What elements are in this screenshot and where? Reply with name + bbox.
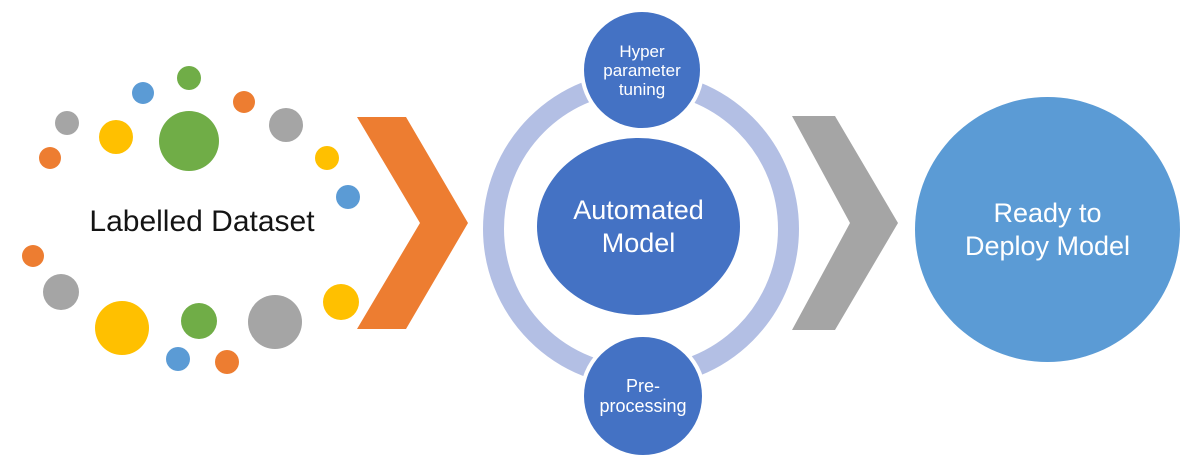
dataset-dot-yellow (95, 301, 149, 355)
automated-model-label: Automated Model (573, 194, 704, 258)
dataset-dot-light_blue (166, 347, 190, 371)
ready-to-deploy-node: Ready to Deploy Model (915, 97, 1180, 362)
dataset-dot-gray (248, 295, 302, 349)
ready-to-deploy-label: Ready to Deploy Model (964, 197, 1131, 261)
automated-model-node: Automated Model (537, 138, 740, 315)
preprocessing-node: Pre- processing (584, 337, 702, 455)
dataset-dot-gray (43, 274, 79, 310)
dataset-dot-orange (39, 147, 61, 169)
dataset-dot-yellow (99, 120, 133, 154)
dataset-dot-green (177, 66, 201, 90)
dataset-dot-gray (269, 108, 303, 142)
dataset-dot-orange (233, 91, 255, 113)
dataset-dot-orange (22, 245, 44, 267)
hyperparameter-tuning-label: Hyper parameter tuning (603, 41, 681, 99)
dataset-dot-yellow (315, 146, 339, 170)
dataset-dot-green (181, 303, 217, 339)
dataset-dot-gray (55, 111, 79, 135)
chevron-right-orange-icon (357, 117, 468, 329)
dataset-dot-light_blue (336, 185, 360, 209)
dataset-dot-orange (215, 350, 239, 374)
labelled-dataset-label: Labelled Dataset (89, 205, 315, 238)
chevron-right-gray-icon (792, 116, 898, 330)
dataset-dot-light_blue (132, 82, 154, 104)
hyperparameter-tuning-node: Hyper parameter tuning (584, 12, 700, 128)
dataset-dot-yellow (323, 284, 359, 320)
dataset-dot-green (159, 111, 219, 171)
preprocessing-label: Pre- processing (599, 376, 687, 416)
